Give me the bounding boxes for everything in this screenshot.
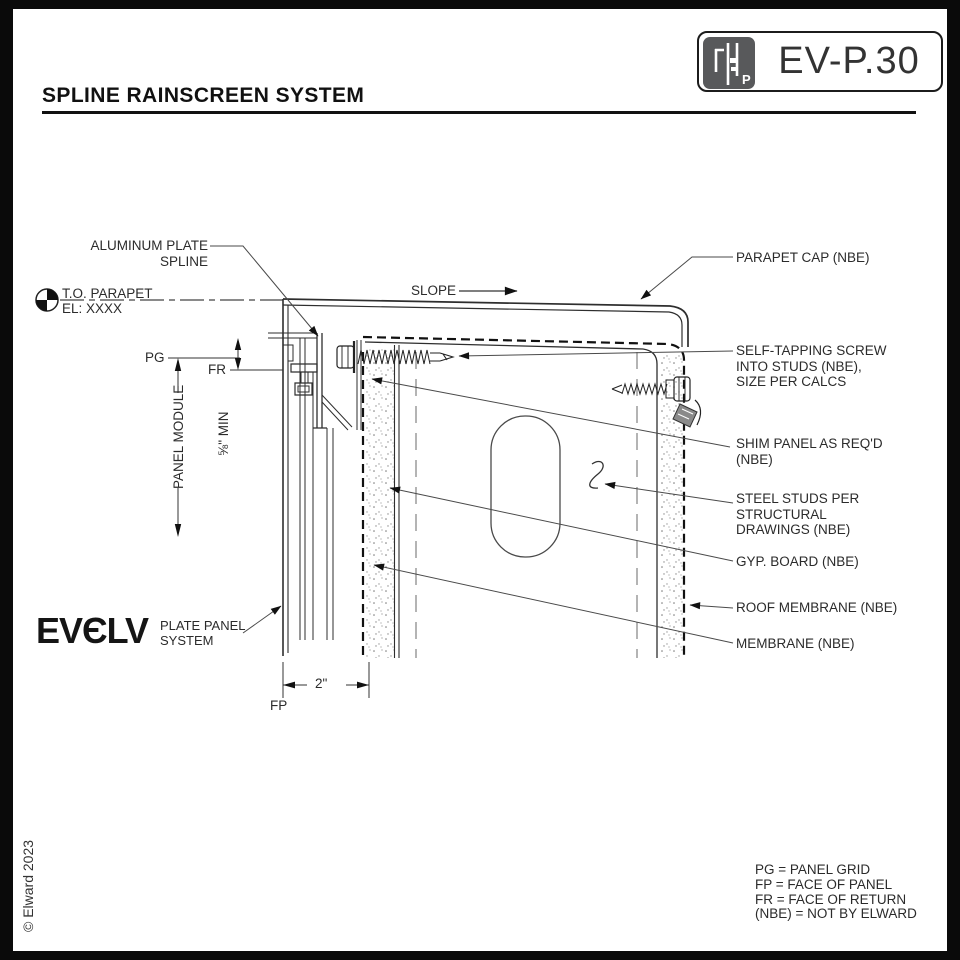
paper-background [13,9,947,951]
pg-marker: PG [145,350,165,365]
abbreviation-legend: PG = PANEL GRID FP = FACE OF PANEL FR = … [755,862,917,922]
label-membrane: MEMBRANE (NBE) [736,636,855,651]
roof-side-fastener [612,377,701,427]
label-shim-panel: SHIM PANEL AS REQ'D (NBE) [736,436,883,467]
label-steel-studs: STEEL STUDS PER STRUCTURAL DRAWINGS (NBE… [736,491,860,537]
svg-text:P: P [742,72,751,87]
stud-flange-hidden-lines [416,352,637,658]
depth-dimension-text: 2" [315,676,328,691]
reference-lines [168,358,283,370]
evolv-logo: EVЄLV [36,610,149,651]
label-parapet-cap: PARAPET CAP (NBE) [736,250,870,265]
slope-label: SLOPE [411,283,457,298]
stud-knockout [491,416,560,557]
datum-label: T.O. PARAPET [62,286,153,301]
label-self-tapping-screw: SELF-TAPPING SCREW INTO STUDS (NBE), SIZ… [736,343,887,389]
drawing-number: EV-P.30 [778,40,920,82]
datum-elevation: EL: XXXX [62,301,123,316]
legend-item: FR = FACE OF RETURN [755,891,907,907]
copyright-text: © Elward 2023 [20,839,36,932]
min-clearance-text: ⅝" MIN [216,411,231,456]
sheathing-bands [365,342,683,658]
label-roof-membrane: ROOF MEMBRANE (NBE) [736,600,898,615]
leader-lines [210,246,733,643]
datum-symbol [36,289,283,311]
label-gyp-board: GYP. BOARD (NBE) [736,554,859,569]
panel-lines [268,333,361,656]
spline-detail-icon: P [703,37,755,89]
fr-marker: FR [208,362,226,377]
evolv-logo-tagline: PLATE PANEL SYSTEM [160,618,246,648]
drawing-number-block: P EV-P.30 [697,31,943,92]
min-clearance-dimension [234,338,242,370]
panel-module-text: PANEL MODULE [171,384,186,489]
spline-clip [291,333,352,430]
depth-dimension [283,662,369,698]
parapet-cap-lines [283,299,688,347]
legend-item: (NBE) = NOT BY ELWARD [755,906,917,922]
self-tapping-screw [337,341,453,373]
legend-item: PG = PANEL GRID [755,862,871,877]
break-squiggle [590,461,603,488]
panel-module-dimension [174,358,182,537]
label-aluminum-plate-spline: ALUMINUM PLATE SPLINE [90,238,208,269]
fp-marker: FP [270,698,288,713]
page-title: SPLINE RAINSCREEN SYSTEM [42,84,365,107]
legend-item: FP = FACE OF PANEL [755,876,893,892]
membrane-lines [363,337,684,658]
title-underline [42,111,916,114]
